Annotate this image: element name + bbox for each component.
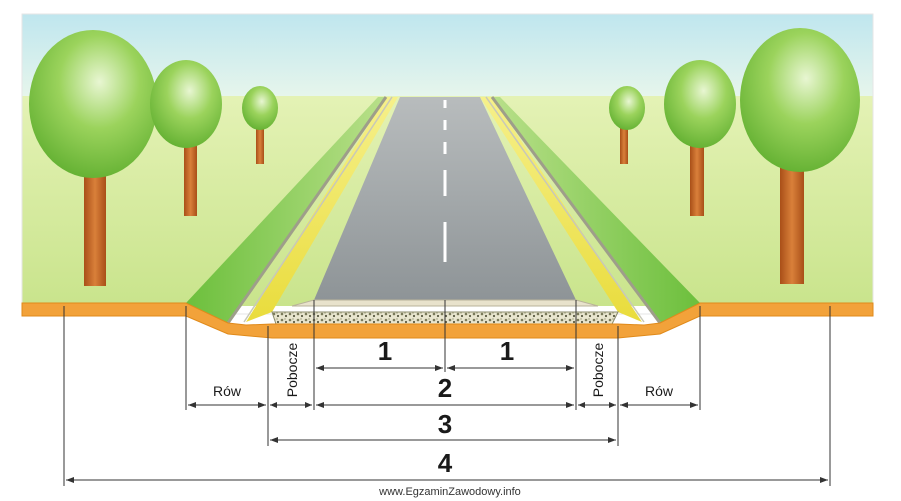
label-lane-right: 1 [500,336,514,366]
shoulder-right [480,97,642,322]
label-shoulder-right: Pobocze [590,343,606,398]
road [186,96,700,325]
shoulder-left [246,97,398,322]
label-lane-left: 1 [378,336,392,366]
dimensions [63,300,831,486]
carriageway-surface [314,97,576,300]
arrowheads [66,365,828,483]
label-shoulder-left: Pobocze [284,343,300,398]
label-crown: 3 [438,409,452,439]
ditch-slope-right [492,97,700,323]
tree-icon [664,60,736,216]
ditch-slope-left [186,97,386,323]
tree-icon [609,86,645,164]
trees [29,28,860,286]
tree-icon [29,30,157,286]
watermark: www.EgzaminZawodowy.info [378,486,521,498]
label-carriageway: 2 [438,373,452,403]
tree-icon [150,60,222,216]
label-ditch-right: Rów [645,383,674,399]
tree-icon [740,28,860,284]
ground-line [21,302,874,339]
label-ditch-left: Rów [213,383,242,399]
tree-icon [242,86,278,164]
labels: 1 1 2 3 4 Rów Rów Pobocze Pobocze www.Eg… [213,336,674,498]
ground-section [21,302,874,339]
label-right-of-way: 4 [438,448,453,478]
